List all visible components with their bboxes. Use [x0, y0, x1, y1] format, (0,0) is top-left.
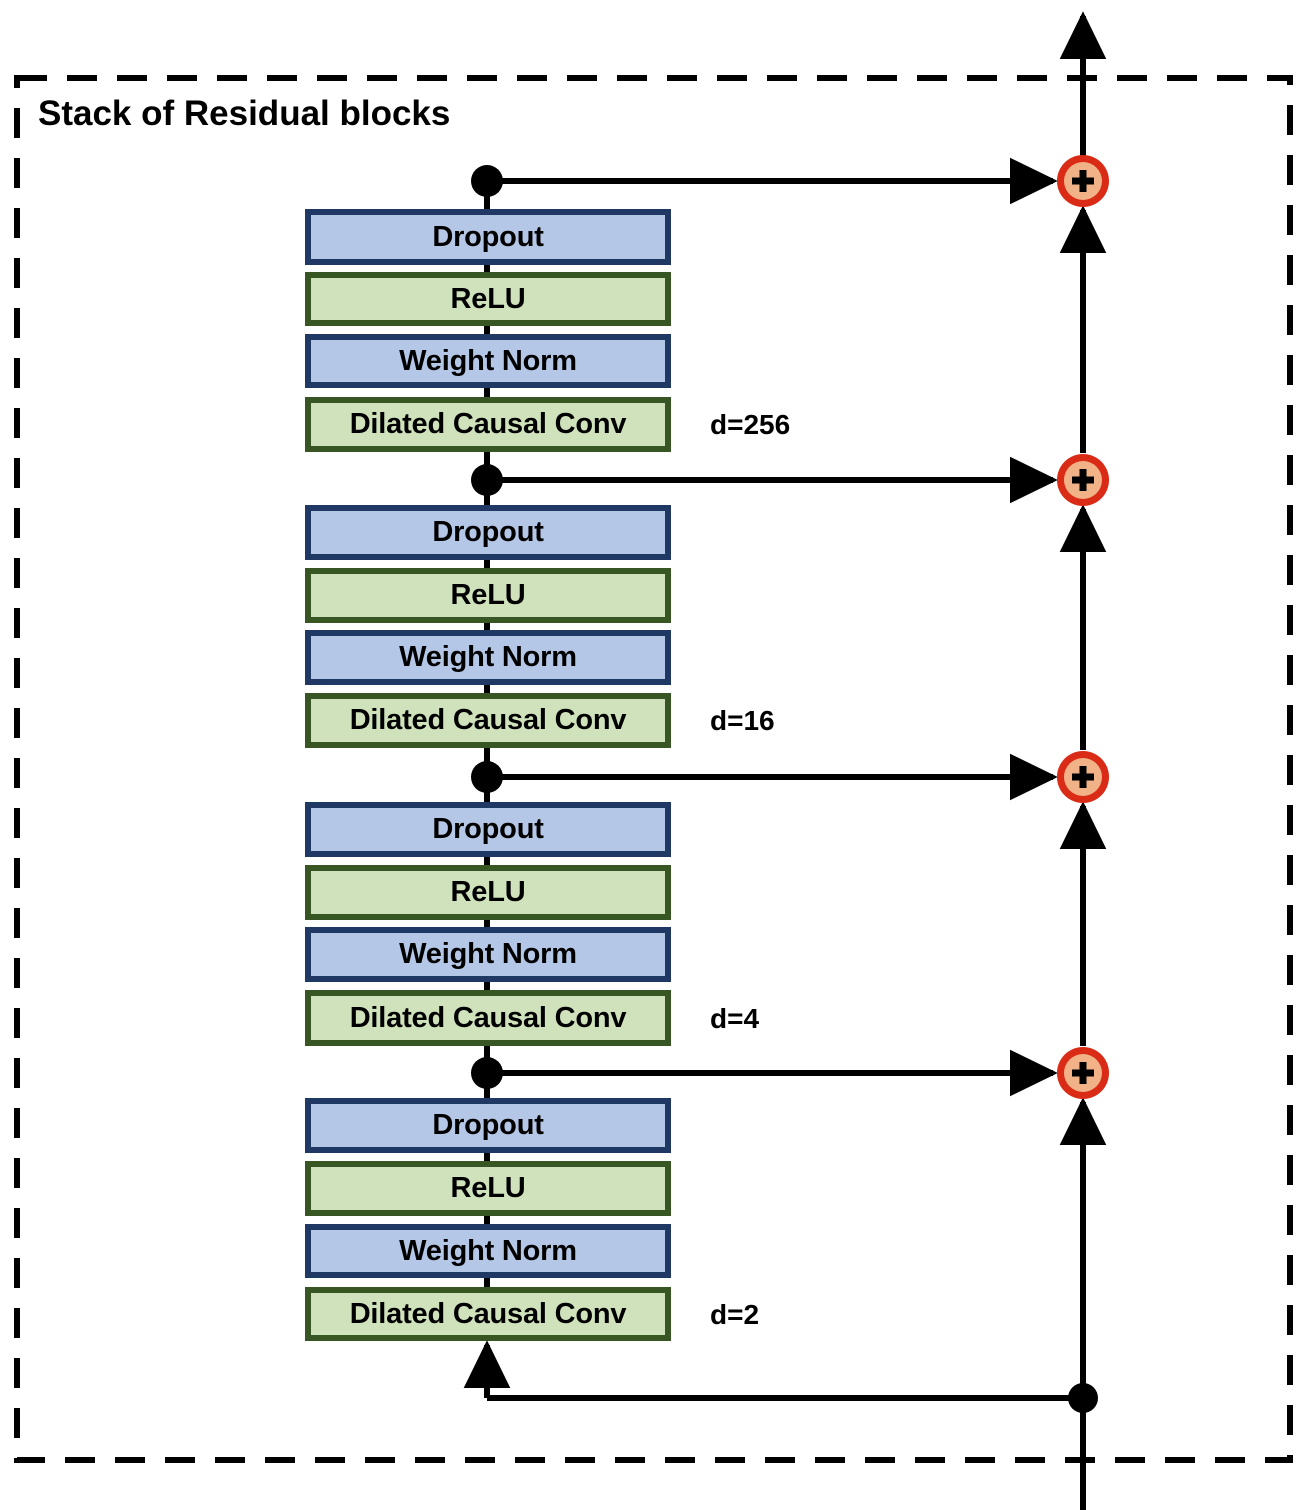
page-title: Stack of Residual blocks — [38, 94, 451, 133]
dilation-label-b2: d=16 — [710, 705, 775, 736]
dilation-label-b1: d=256 — [710, 409, 791, 440]
junction-dot-1 — [471, 165, 503, 197]
layer-rect-b3-relu[interactable] — [305, 865, 671, 920]
layer-rect-b4-weight-norm[interactable] — [305, 1224, 671, 1278]
layer-rect-b3-weight-norm[interactable] — [305, 927, 671, 982]
layer-rect-b3-dropout[interactable] — [305, 802, 671, 857]
adder-1[interactable] — [1057, 155, 1109, 207]
layer-rect-b2-dilated-causal-conv[interactable] — [305, 693, 671, 748]
adder-4[interactable] — [1057, 1047, 1109, 1099]
stack-container-dashed-border — [14, 75, 1293, 1463]
junction-dot-input — [1068, 1383, 1098, 1413]
adder-3[interactable] — [1057, 751, 1109, 803]
layer-rect-b1-dropout[interactable] — [305, 209, 671, 265]
layer-rect-b3-dilated-causal-conv[interactable] — [305, 990, 671, 1046]
dilation-label-b4: d=2 — [710, 1299, 760, 1330]
layer-rect-b4-dropout[interactable] — [305, 1098, 671, 1153]
adder-2[interactable] — [1057, 454, 1109, 506]
layer-rect-b2-weight-norm[interactable] — [305, 630, 671, 685]
layer-rect-b4-dilated-causal-conv[interactable] — [305, 1287, 671, 1341]
layer-rect-b2-relu[interactable] — [305, 568, 671, 623]
layer-rect-b4-relu[interactable] — [305, 1161, 671, 1216]
layer-rect-b2-dropout[interactable] — [305, 505, 671, 560]
dilation-label-b3: d=4 — [710, 1003, 760, 1034]
layer-rect-b1-relu[interactable] — [305, 272, 671, 326]
layer-rect-b1-weight-norm[interactable] — [305, 334, 671, 388]
layer-rect-b1-dilated-causal-conv[interactable] — [305, 397, 671, 452]
